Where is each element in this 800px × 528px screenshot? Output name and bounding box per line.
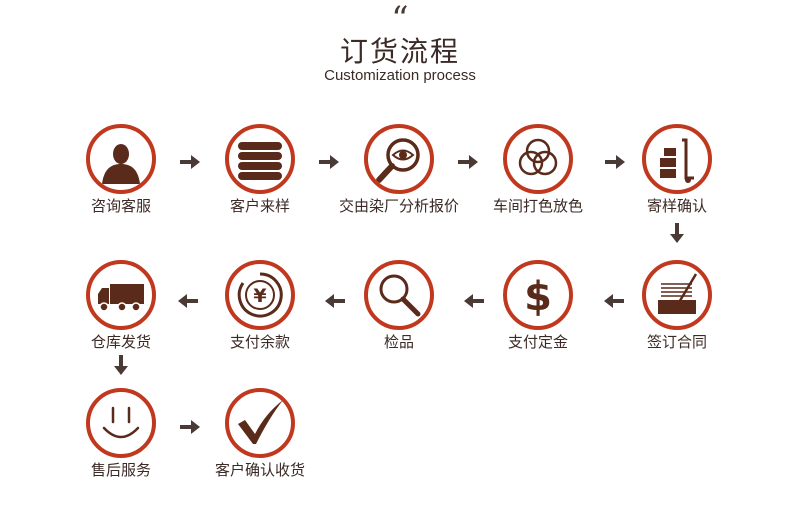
step-label: 客户确认收货 [214, 461, 305, 479]
step-label: 支付定金 [507, 333, 568, 351]
arrow-right-icon [180, 155, 200, 169]
step-label: 仓库发货 [90, 333, 151, 351]
step-dye-factory-quote: 交由染厂分析报价 [319, 124, 479, 216]
step-circle [86, 388, 156, 458]
step-circle [642, 260, 712, 330]
step-label: 车间打色放色 [492, 197, 583, 215]
step-label: 交由染厂分析报价 [338, 197, 459, 215]
step-workshop-color: 车间打色放色 [458, 124, 618, 216]
step-label: 检品 [383, 333, 414, 351]
step-after-sales: 售后服务 [41, 388, 201, 480]
yen-coin-icon: ¥ [237, 272, 283, 318]
svg-text:$: $ [524, 274, 552, 320]
checkmark-icon [238, 400, 283, 444]
step-circle [86, 124, 156, 194]
svg-text:¥: ¥ [253, 285, 266, 307]
arrow-right-icon [180, 420, 200, 434]
step-label: 咨询客服 [90, 197, 151, 215]
contract-signing-icon [658, 273, 698, 314]
arrow-left-icon [464, 294, 484, 308]
arrow-left-icon [178, 294, 198, 308]
step-circle [86, 260, 156, 330]
step-circle [503, 124, 573, 194]
step-consult-service: 咨询客服 [41, 124, 201, 216]
step-circle [225, 388, 295, 458]
arrow-right-icon [458, 155, 478, 169]
arrow-left-icon [604, 294, 624, 308]
step-label: 售后服务 [90, 461, 151, 479]
fabric-stack-icon [238, 142, 282, 180]
step-sign-contract: 签订合同 [597, 260, 757, 352]
magnifier-eye-icon [376, 138, 420, 183]
step-circle [225, 124, 295, 194]
step-label: 客户来样 [229, 197, 290, 215]
page-subtitle: Customization process [324, 67, 476, 84]
step-label: 寄样确认 [646, 197, 707, 215]
magnifying-glass-icon [379, 274, 421, 317]
step-inspection: 检品 [319, 260, 479, 352]
step-circle: ¥ [225, 260, 295, 330]
delivery-truck-icon [98, 284, 144, 312]
step-circle [642, 124, 712, 194]
arrow-left-icon [325, 294, 345, 308]
arrow-right-icon [605, 155, 625, 169]
step-pay-balance: ¥ 支付余款 [180, 260, 340, 352]
page-title: 订货流程 [339, 35, 460, 68]
dollar-sign-icon: $ [524, 274, 552, 320]
quote-mark: “ [391, 0, 409, 39]
step-confirm-receipt: 客户确认收货 [180, 388, 340, 480]
step-send-sample: 寄样确认 [597, 124, 757, 216]
smiley-face-icon [102, 406, 140, 439]
arrow-right-icon [319, 155, 339, 169]
step-customer-sample: 客户来样 [180, 124, 340, 216]
step-warehouse-ship: 仓库发货 [41, 260, 201, 352]
person-silhouette-icon [102, 144, 140, 184]
step-circle: $ [503, 260, 573, 330]
step-circle [364, 260, 434, 330]
step-circle [364, 124, 434, 194]
arrow-down-icon [670, 223, 684, 243]
step-pay-deposit: $ 支付定金 [458, 260, 618, 352]
arrow-down-icon [114, 355, 128, 375]
hand-truck-boxes-icon [660, 138, 694, 183]
color-circles-icon [518, 138, 558, 176]
step-label: 支付余款 [229, 333, 290, 351]
step-label: 签订合同 [646, 333, 707, 351]
